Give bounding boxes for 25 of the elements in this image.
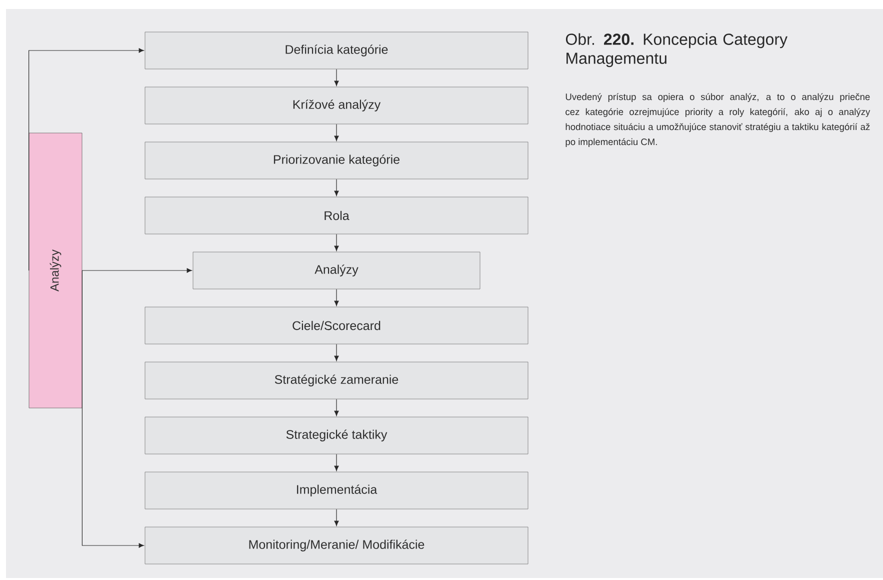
- arrow: [28, 48, 144, 271]
- arrow: [334, 68, 339, 86]
- figure-title: Obr. 220. Koncepcia Category Managementu: [566, 33, 788, 68]
- process-box: Krížové analýzy: [144, 86, 528, 124]
- arrow: [334, 124, 339, 141]
- arrow: [82, 270, 144, 548]
- arrow: [334, 344, 339, 361]
- arrow: [334, 178, 339, 196]
- process-box: Priorizovanie kategórie: [144, 142, 528, 180]
- side-bar: Analýzy: [28, 132, 82, 408]
- arrow: [334, 508, 339, 526]
- process-box: Ciele/Scorecard: [144, 306, 528, 344]
- arrow: [334, 398, 339, 416]
- arrow: [334, 454, 339, 471]
- arrow: [334, 288, 339, 306]
- process-box: Definícia kategórie: [144, 32, 528, 70]
- process-box: Rola: [144, 196, 528, 234]
- arrow: [82, 268, 192, 273]
- process-box: Analýzy: [192, 252, 480, 290]
- process-box: Implementácia: [144, 472, 528, 510]
- process-box: Strategické taktiky: [144, 416, 528, 454]
- process-box: Stratégické zameranie: [144, 362, 528, 400]
- caption: Uvedený prístup sa opiera o súbor analýz, a to o analýzu priečne cez kategórie ozrejmujúce priority a roly kategórií, ako aj o analýzy hodnotiace situáciu a umožňujúce stanoviť stratégiu a taktiku kategórií až po implementáciu CM.: [566, 93, 870, 147]
- process-box: Monitoring/Meranie/ Modifikácie: [144, 526, 528, 564]
- arrow: [334, 234, 339, 251]
